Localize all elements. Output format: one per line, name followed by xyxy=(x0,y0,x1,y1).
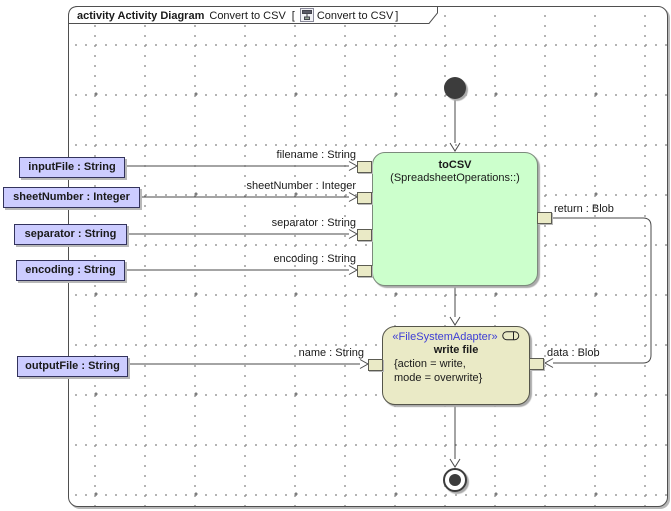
pin-filename[interactable] xyxy=(357,161,372,173)
pin-name[interactable] xyxy=(368,359,383,371)
arrowhead-filename xyxy=(348,161,359,171)
edge-label-separator: separator : String xyxy=(271,217,356,229)
arrowhead-tocsv-to-writefile xyxy=(449,316,461,326)
frame-ref-name: Convert to CSV xyxy=(316,10,394,22)
activity-frame[interactable] xyxy=(68,6,668,507)
pin-encoding[interactable] xyxy=(357,265,372,277)
action-writefile[interactable]: «FileSystemAdapter» write file {action =… xyxy=(382,326,530,405)
arrowhead-name xyxy=(359,359,370,369)
arrowhead-data xyxy=(543,358,554,368)
edge-label-return: return : Blob xyxy=(554,203,614,215)
arrowhead-separator xyxy=(348,229,359,239)
frame-diagram-name: Convert to CSV xyxy=(209,10,286,22)
writefile-constraint-line1: {action = write, xyxy=(394,358,466,370)
initial-node[interactable] xyxy=(444,77,466,99)
edge-label-encoding: encoding : String xyxy=(273,253,356,265)
pin-separator[interactable] xyxy=(357,229,372,241)
pin-sheetnumber[interactable] xyxy=(357,192,372,204)
parameter-node-separator[interactable]: separator : String xyxy=(14,224,127,245)
edge-return-to-data[interactable] xyxy=(552,217,652,364)
frame-kind-label: activity Activity Diagram xyxy=(77,10,205,22)
stereotype-label: «FileSystemAdapter» xyxy=(392,331,498,343)
frame-bracket-open: [ xyxy=(291,10,295,22)
parameter-node-inputfile[interactable]: inputFile : String xyxy=(19,157,125,178)
adapter-stereotype-icon xyxy=(501,331,519,341)
action-tocsv-name: toCSV xyxy=(438,159,472,171)
arrowhead-initial-to-tocsv xyxy=(449,142,461,152)
action-tocsv[interactable]: toCSV (SpreadsheetOperations::) xyxy=(372,152,538,286)
edge-label-data: data : Blob xyxy=(547,347,600,359)
activity-diagram-icon xyxy=(299,8,314,22)
frame-title: activity Activity Diagram Convert to CSV [… xyxy=(77,8,400,23)
arrowhead-writefile-to-final xyxy=(449,458,461,468)
parameter-node-outputfile[interactable]: outputFile : String xyxy=(17,356,128,377)
activity-final-inner-dot xyxy=(449,474,461,486)
writefile-constraint-line2: mode = overwrite} xyxy=(394,371,483,384)
frame-bracket-close: ] xyxy=(395,10,399,22)
action-tocsv-qualifier: (SpreadsheetOperations::) xyxy=(390,172,520,184)
action-writefile-stereotype: «FileSystemAdapter» xyxy=(383,331,529,343)
parameter-node-sheetnumber[interactable]: sheetNumber : Integer xyxy=(3,187,140,208)
frame-title-tab[interactable] xyxy=(68,6,438,24)
parameter-node-encoding[interactable]: encoding : String xyxy=(16,260,125,281)
pin-data[interactable] xyxy=(529,358,544,370)
edge-label-filename: filename : String xyxy=(276,149,356,161)
edge-label-sheetnumber: sheetNumber : Integer xyxy=(246,180,356,192)
arrowhead-encoding xyxy=(348,265,359,275)
pin-return[interactable] xyxy=(537,212,552,224)
action-writefile-name: write file xyxy=(433,344,479,356)
activity-final-node[interactable] xyxy=(443,468,467,492)
arrowhead-sheetnumber xyxy=(348,192,359,202)
edge-label-name: name : String xyxy=(298,347,364,359)
